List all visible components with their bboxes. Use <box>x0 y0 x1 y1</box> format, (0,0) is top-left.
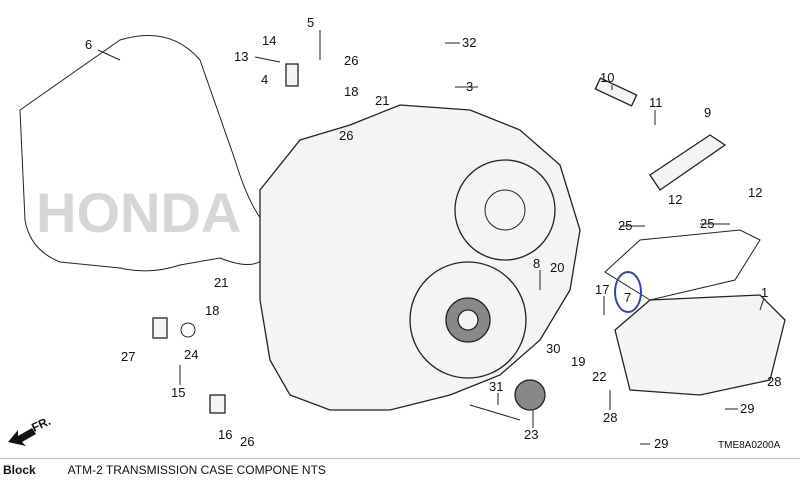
callout-5: 5 <box>307 15 314 30</box>
callout-28: 28 <box>603 410 617 425</box>
callout-29: 29 <box>740 401 754 416</box>
lever-part <box>649 134 727 191</box>
front-arrow-icon: FR. <box>8 414 53 446</box>
leader-lines <box>97 30 765 445</box>
callout-19: 19 <box>571 354 585 369</box>
front-label: FR. <box>29 414 52 435</box>
callout-31: 31 <box>489 379 503 394</box>
converter-center <box>457 309 479 331</box>
seal-part <box>514 379 546 411</box>
callout-13: 13 <box>234 49 248 64</box>
bracket-part <box>209 394 226 414</box>
callout-21: 21 <box>214 275 228 290</box>
callout-30: 30 <box>546 341 560 356</box>
callout-26: 26 <box>344 53 358 68</box>
pan-gasket <box>604 229 761 301</box>
valve-part <box>285 63 299 87</box>
callout-28: 28 <box>767 374 781 389</box>
block-label: Block <box>3 463 36 477</box>
block-title: ATM-2 TRANSMISSION CASE COMPONE NTS <box>67 463 326 477</box>
watermark-logo: HONDA <box>36 181 241 244</box>
callout-3: 3 <box>466 79 473 94</box>
callout-11: 11 <box>649 95 663 110</box>
shaft-part <box>594 77 638 107</box>
bolt-part <box>469 404 521 421</box>
o-ring-part <box>180 322 196 338</box>
converter-hub-upper <box>484 189 526 231</box>
callout-27: 27 <box>121 349 135 364</box>
callout-16: 16 <box>218 427 232 442</box>
callout-6: 6 <box>85 37 92 52</box>
callout-18: 18 <box>344 84 358 99</box>
callout-20: 20 <box>550 260 564 275</box>
callout-14: 14 <box>262 33 276 48</box>
footer: Block ATM-2 TRANSMISSION CASE COMPONE NT… <box>3 463 326 477</box>
callout-22: 22 <box>592 369 606 384</box>
callout-4: 4 <box>261 72 268 87</box>
parts-diagram: HONDA FR. TME8A0200A 6 13 14 5 26 32 4 <box>0 15 800 459</box>
callout-29: 29 <box>654 436 668 451</box>
callout-8: 8 <box>533 256 540 271</box>
oil-pan <box>614 294 786 396</box>
callout-24: 24 <box>184 347 198 362</box>
callout-12: 12 <box>668 192 682 207</box>
callout-25: 25 <box>618 218 632 233</box>
callout-26: 26 <box>240 434 254 449</box>
callout-9: 9 <box>704 105 711 120</box>
case-gasket <box>19 35 271 272</box>
callout-10: 10 <box>600 70 614 85</box>
callout-17: 17 <box>595 282 609 297</box>
callout-7: 7 <box>624 290 631 305</box>
callout-23: 23 <box>524 427 538 442</box>
torque-converter-upper <box>454 159 556 261</box>
callout-32: 32 <box>462 35 476 50</box>
callout-15: 15 <box>171 385 185 400</box>
highlight-circle <box>614 271 642 313</box>
diagram-code: TME8A0200A <box>718 440 781 451</box>
callout-25: 25 <box>700 216 714 231</box>
callout-1: 1 <box>761 285 768 300</box>
callout-12: 12 <box>748 185 762 200</box>
transmission-case <box>259 104 581 411</box>
callout-26: 26 <box>339 128 353 143</box>
sensor-part <box>152 317 168 339</box>
callout-21: 21 <box>375 93 389 108</box>
callout-18: 18 <box>205 303 219 318</box>
